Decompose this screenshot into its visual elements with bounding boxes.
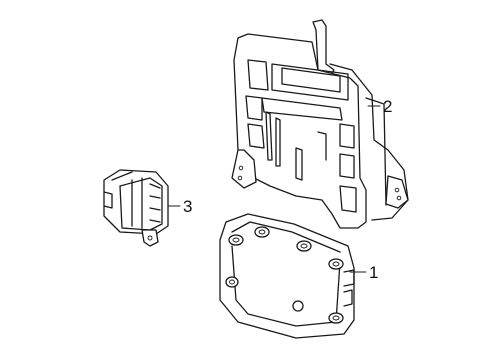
callout-3: 3 (167, 197, 192, 216)
callout-1: 1 (349, 263, 378, 282)
callout-2: 2 (367, 97, 392, 116)
module-part-1 (219, 213, 355, 339)
relay-part-3 (103, 169, 169, 247)
callout-label-3: 3 (183, 197, 192, 216)
callout-label-2: 2 (383, 97, 392, 116)
callout-label-1: 1 (369, 263, 378, 282)
bracket-part-2 (231, 19, 409, 229)
